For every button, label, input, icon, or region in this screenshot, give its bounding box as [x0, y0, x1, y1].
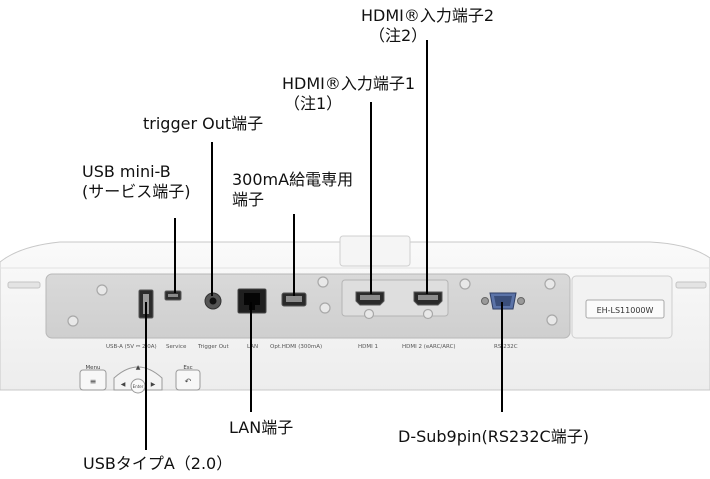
- callout-dsub: D-Sub9pin(RS232C端子): [398, 427, 589, 447]
- port-labels: USB-A (5V ⎓ 2.0A) Service Trigger Out LA…: [106, 344, 518, 350]
- panel-screws: [67, 276, 558, 327]
- right-vent: [675, 281, 707, 289]
- screw: [317, 276, 329, 288]
- callout-usb-a-title: USBタイプA（2.0）: [83, 454, 233, 473]
- trigger-out-jack: [204, 292, 222, 310]
- control-buttons: Menu ≡ Esc ↶ ▲ ◀ ▶ Enter: [79, 364, 201, 394]
- screw: [459, 278, 471, 290]
- lan-port: [237, 288, 267, 314]
- port-label-usb-a: USB-A (5V ⎓ 2.0A): [106, 344, 157, 350]
- callout-dsub-title: D-Sub9pin(RS232C端子): [398, 427, 589, 446]
- screw: [67, 315, 79, 327]
- callout-trigger-title: trigger Out端子: [143, 114, 264, 133]
- callout-hdmi2-title: HDMI®入力端子2: [361, 6, 495, 25]
- callout-lan: LAN端子: [229, 418, 293, 438]
- callout-usb-mini-title: USB mini-B: [82, 162, 171, 181]
- port-label-service: Service: [166, 344, 187, 350]
- callout-hdmi2-note: （注2）: [369, 26, 428, 45]
- screw: [544, 278, 556, 290]
- up-arrow-icon: ▲: [136, 364, 141, 371]
- right-arrow-icon: ▶: [151, 381, 156, 388]
- port-label-hdmi1: HDMI 1: [358, 344, 378, 350]
- callout-trigger: trigger Out端子: [143, 114, 263, 134]
- callout-hdmi1: HDMI®入力端子1 （注1）: [282, 74, 415, 114]
- callout-hdmi1-title: HDMI®入力端子1: [282, 74, 416, 93]
- back-icon: ↶: [184, 377, 192, 386]
- model-number: EH-LS11000W: [597, 306, 654, 315]
- callout-hdmi1-note: （注1）: [284, 94, 343, 113]
- menu-icon: ≡: [90, 377, 97, 386]
- port-label-lan: LAN: [247, 344, 258, 350]
- screw: [546, 314, 558, 326]
- hdmi1-port: [355, 291, 385, 306]
- leader-lines: [145, 40, 503, 450]
- port-label-rs232c: RS-232C: [494, 344, 518, 350]
- port-label-opt-hdmi: Opt.HDMI (300mA): [270, 344, 322, 350]
- callout-lan-title: LAN端子: [229, 418, 294, 437]
- callout-power-usb-note: 端子: [232, 190, 265, 209]
- esc-button-label: Esc: [183, 365, 192, 371]
- menu-button-label: Menu: [85, 365, 100, 371]
- connector-panel: [45, 273, 571, 339]
- callout-usb-mini-note: (サービス端子): [82, 182, 191, 201]
- callout-hdmi2: HDMI®入力端子2 （注2）: [361, 6, 494, 46]
- port-label-trigger: Trigger Out: [197, 344, 230, 350]
- callout-usb-a: USBタイプA（2.0）: [83, 454, 232, 474]
- screw: [422, 308, 434, 320]
- callout-usb-mini: USB mini-B (サービス端子): [82, 162, 191, 202]
- usb-mini-b-port: [164, 290, 182, 301]
- left-arrow-icon: ◀: [121, 381, 126, 388]
- left-vent: [7, 281, 41, 289]
- hdmi2-port: [413, 291, 443, 306]
- callout-power-usb-title: 300mA給電専用: [232, 170, 354, 189]
- screw: [363, 308, 375, 320]
- screw: [96, 284, 108, 296]
- callout-power-usb: 300mA給電専用 端子: [232, 170, 353, 210]
- rs232c-port: [481, 292, 525, 310]
- screw: [319, 302, 331, 314]
- port-label-hdmi2: HDMI 2 (eARC/ARC): [402, 344, 456, 350]
- model-plate: [571, 275, 673, 339]
- enter-button-label: Enter: [133, 384, 144, 389]
